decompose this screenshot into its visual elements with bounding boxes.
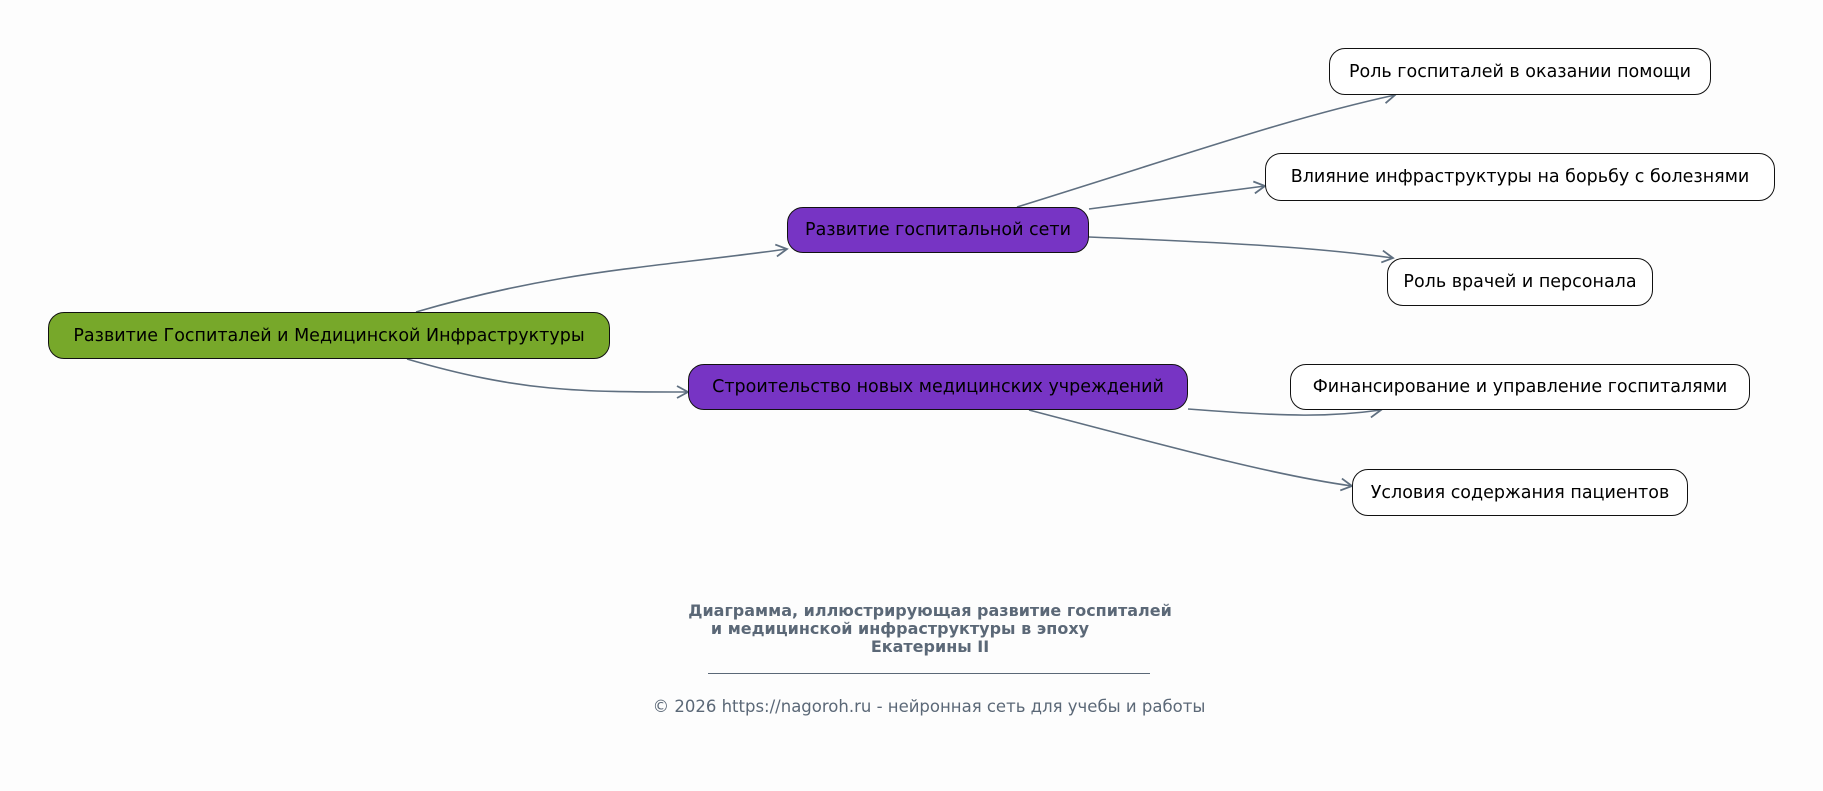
edge-network-to-role-hospitals xyxy=(1016,90,1397,208)
footer-copyright: © 2026 https://nagoroh.ru - нейронная се… xyxy=(652,697,1206,716)
edge-construction-to-financing xyxy=(1187,404,1383,419)
edge-network-to-infrastructure xyxy=(1088,180,1267,210)
leaf-node: Роль госпиталей в оказании помощи xyxy=(1329,48,1711,95)
branch-node-construction: Строительство новых медицинских учрежден… xyxy=(688,364,1188,410)
leaf-node: Роль врачей и персонала xyxy=(1387,258,1653,306)
branch-node-hospital-network: Развитие госпитальной сети xyxy=(787,207,1089,253)
caption-line: Екатерины II xyxy=(870,637,990,656)
edge-construction-to-conditions xyxy=(1028,409,1354,492)
caption-line: Диаграмма, иллюстрирующая развитие госпи… xyxy=(688,601,1172,620)
caption-divider xyxy=(708,673,1150,674)
edge-root-to-hospital-network xyxy=(415,243,789,313)
caption-line: и медицинской инфраструктуры в эпоху xyxy=(710,619,1090,638)
edge-root-to-construction xyxy=(406,358,690,399)
edge-network-to-doctors xyxy=(1088,236,1395,264)
leaf-node: Влияние инфраструктуры на борьбу с болез… xyxy=(1265,153,1775,201)
leaf-node: Условия содержания пациентов xyxy=(1352,469,1688,516)
leaf-node: Финансирование и управление госпиталями xyxy=(1290,364,1750,410)
root-node: Развитие Госпиталей и Медицинской Инфрас… xyxy=(48,312,610,359)
